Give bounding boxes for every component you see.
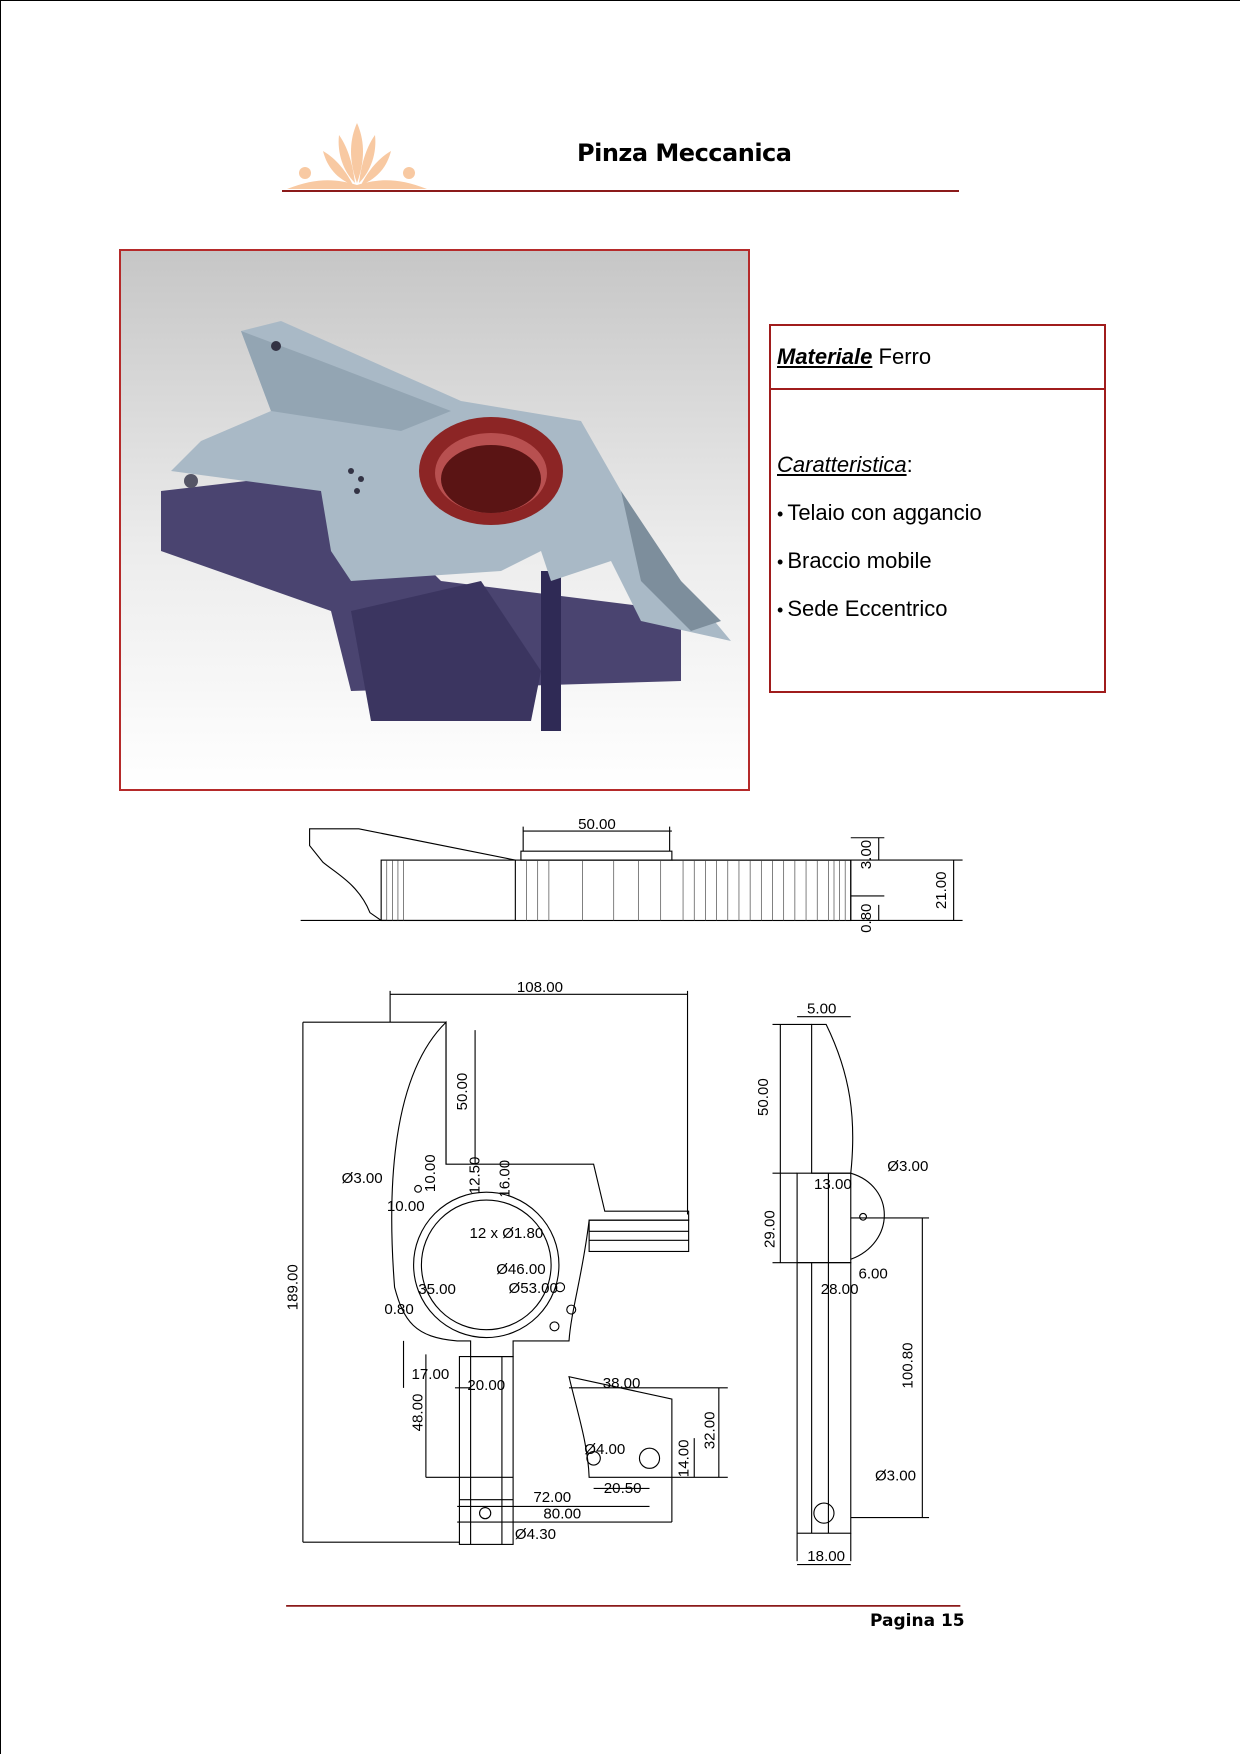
material-value: Ferro (878, 344, 932, 369)
dimension-label: 12 x Ø1.80 (470, 1225, 544, 1242)
dimension-label: 12.50 (467, 1157, 484, 1195)
dimension-label: 21.00 (933, 871, 950, 909)
feature-item: Telaio con aggancio (777, 500, 1104, 526)
dimension-label: 50.00 (755, 1078, 772, 1116)
dimension-label: 6.00 (858, 1265, 887, 1282)
dimension-label: 10.00 (387, 1198, 425, 1215)
dimension-label: Ø53.00 (508, 1280, 557, 1297)
dimension-label: 50.00 (454, 1073, 471, 1111)
dimension-label: 16.00 (497, 1160, 514, 1198)
dimension-label: 13.00 (814, 1176, 852, 1193)
dimension-label: 80.00 (543, 1506, 581, 1523)
dimension-label: 35.00 (418, 1281, 456, 1298)
page-number: Pagina 15 (870, 1611, 965, 1631)
features-colon: : (906, 452, 913, 477)
features-label: Caratteristica (777, 452, 907, 477)
top-view-outline (302, 990, 728, 1545)
dimension-label: 17.00 (411, 1366, 449, 1383)
dimension-label: 50.00 (578, 816, 616, 833)
dimension-label: 48.00 (410, 1394, 427, 1432)
dimension-label: 10.00 (422, 1154, 439, 1192)
header-ornament-icon (287, 123, 427, 189)
header-divider (282, 190, 959, 192)
dimension-label: Ø46.00 (496, 1261, 545, 1278)
feature-item: Sede Eccentrico (777, 596, 1104, 622)
dimension-label: 189.00 (284, 1264, 301, 1310)
dimension-label: 5.00 (807, 1000, 836, 1017)
dimension-label: 72.00 (533, 1489, 571, 1506)
dimension-label: 14.00 (676, 1439, 693, 1477)
dimension-label: 20.00 (467, 1377, 505, 1394)
dimension-label: 0.80 (384, 1301, 413, 1318)
side-view-outline (300, 826, 963, 922)
material-row: Materiale Ferro (771, 326, 1104, 390)
dimension-label: 3.00 (858, 840, 875, 869)
dimension-label: Ø4.00 (584, 1441, 625, 1458)
3d-render-image (119, 249, 750, 791)
dimension-label: Ø3.00 (342, 1170, 383, 1187)
dimension-label: Ø3.00 (887, 1158, 928, 1175)
dimension-label: 29.00 (762, 1210, 779, 1248)
info-box: Materiale Ferro Caratteristica: Telaio c… (769, 324, 1106, 693)
dimension-label: 0.80 (858, 904, 875, 933)
feature-item: Braccio mobile (777, 548, 1104, 574)
dimension-label: 20.50 (604, 1480, 642, 1497)
dimension-label: 38.00 (603, 1375, 641, 1392)
dimension-label: 18.00 (807, 1548, 845, 1565)
page-title: Pinza Meccanica (577, 139, 792, 167)
right-view-outline (772, 1016, 930, 1566)
dimension-label: 32.00 (701, 1411, 718, 1449)
dimension-label: Ø3.00 (875, 1468, 916, 1485)
dimension-label: 100.80 (899, 1342, 916, 1388)
dimension-label: 28.00 (821, 1281, 859, 1298)
dimension-label: Ø4.30 (515, 1526, 556, 1543)
material-label: Materiale (777, 344, 873, 369)
dimension-label: 108.00 (517, 979, 563, 996)
